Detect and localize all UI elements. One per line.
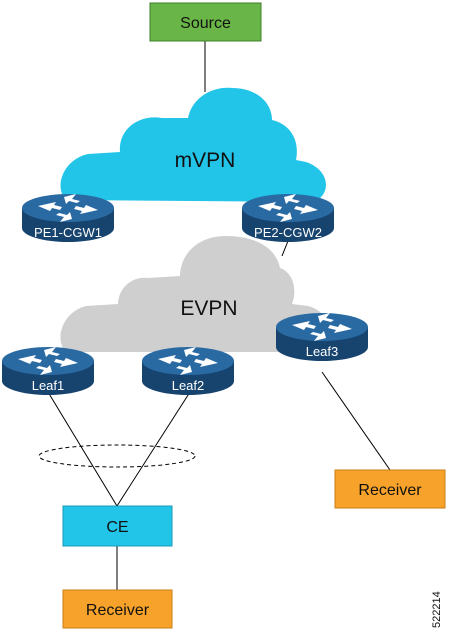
receiver-bottom-label: Receiver bbox=[86, 602, 150, 619]
connection-lines bbox=[38, 41, 391, 590]
receiver-box bbox=[334, 469, 446, 509]
router-leaf3: Leaf3 bbox=[276, 313, 368, 361]
figure-id: 522214 bbox=[431, 591, 443, 628]
ce-label: CE bbox=[106, 519, 128, 536]
pe1-label: PE1-CGW1 bbox=[34, 225, 102, 240]
source-box bbox=[149, 2, 262, 42]
pe2-label: PE2-CGW2 bbox=[254, 225, 322, 240]
leaf1-label: Leaf1 bbox=[32, 378, 65, 393]
leaf2-label: Leaf2 bbox=[172, 378, 205, 393]
ce-node: CE bbox=[62, 505, 173, 547]
mvpn-cloud: mVPN bbox=[60, 87, 326, 202]
source-label: Source bbox=[180, 15, 231, 32]
router-leaf2: Leaf2 bbox=[142, 347, 234, 395]
mvpn-label: mVPN bbox=[175, 149, 236, 172]
link-leaf2-ce bbox=[116, 391, 191, 507]
cloud-icon bbox=[60, 236, 330, 352]
router-leaf1: Leaf1 bbox=[2, 347, 94, 395]
receiver-right-label: Receiver bbox=[358, 482, 422, 499]
link-leaf3-receiver bbox=[321, 371, 391, 471]
leaf3-label: Leaf3 bbox=[306, 344, 339, 359]
receiver-box bbox=[62, 589, 173, 629]
cloud-icon bbox=[60, 87, 326, 202]
router-pe1: PE1-CGW1 bbox=[22, 194, 114, 242]
evpn-cloud: EVPN bbox=[60, 236, 330, 352]
source-node: Source bbox=[149, 2, 262, 42]
ce-box bbox=[62, 505, 173, 547]
receiver-right-node: Receiver bbox=[334, 469, 446, 509]
router-pe2: PE2-CGW2 bbox=[242, 194, 334, 242]
link-leaf1-ce bbox=[47, 391, 118, 507]
receiver-bottom-node: Receiver bbox=[62, 589, 173, 629]
evpn-label: EVPN bbox=[180, 297, 237, 320]
multihoming-ellipse bbox=[38, 444, 196, 468]
